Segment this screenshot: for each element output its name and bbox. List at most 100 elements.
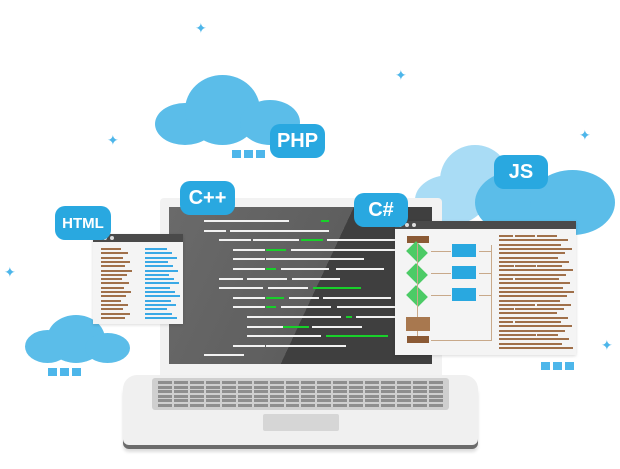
key — [221, 394, 236, 398]
key — [301, 403, 316, 407]
key — [237, 385, 252, 389]
sparkle-icon: ✦ — [107, 132, 119, 148]
code-line — [145, 291, 175, 293]
touchpad[interactable] — [263, 414, 339, 431]
code-line — [219, 287, 263, 290]
code-line — [499, 269, 517, 272]
key — [397, 403, 411, 407]
key — [253, 385, 268, 389]
code-line — [145, 248, 167, 250]
code-line — [247, 325, 289, 328]
code-line — [499, 299, 518, 302]
flow-connector — [431, 273, 451, 274]
key — [317, 394, 332, 398]
code-line — [515, 290, 546, 293]
sparkle-icon: ✦ — [579, 127, 591, 143]
code-line — [515, 325, 538, 328]
key — [189, 399, 204, 403]
key — [285, 381, 300, 384]
code-line — [281, 268, 329, 270]
code-line — [336, 268, 384, 270]
key — [397, 381, 411, 384]
key — [158, 399, 172, 403]
code-line — [346, 248, 432, 251]
code-line — [145, 269, 178, 272]
code-highlight — [266, 268, 276, 270]
code-line — [101, 316, 125, 319]
code-line — [499, 260, 521, 263]
code-line — [499, 252, 515, 255]
code-line — [268, 287, 308, 290]
key — [301, 399, 316, 403]
code-line — [499, 286, 519, 289]
code-line — [537, 269, 573, 272]
code-line — [537, 290, 574, 293]
code-line — [515, 308, 542, 311]
code-line — [515, 256, 538, 259]
key — [428, 390, 443, 394]
key — [413, 381, 427, 384]
code-line — [145, 265, 173, 268]
key — [349, 399, 364, 403]
code-line — [499, 316, 520, 319]
code-line — [204, 220, 236, 222]
key — [285, 403, 300, 407]
flow-connector — [417, 243, 418, 338]
code-line — [515, 282, 548, 285]
code-line — [145, 256, 177, 259]
key — [301, 381, 316, 384]
key — [205, 381, 220, 384]
code-line — [499, 321, 513, 323]
code-line — [233, 344, 265, 347]
code-line — [291, 248, 353, 251]
code-line — [219, 239, 251, 242]
key — [269, 399, 284, 403]
code-line — [537, 282, 570, 285]
key — [269, 403, 284, 407]
code-line — [298, 258, 364, 261]
key — [158, 390, 172, 394]
code-line — [101, 269, 132, 272]
key — [349, 385, 364, 389]
key — [205, 403, 220, 407]
flow-connector — [431, 251, 451, 252]
code-line — [312, 325, 362, 328]
key — [317, 385, 332, 389]
code-line — [101, 312, 130, 315]
js-label: JS — [494, 155, 548, 189]
code-line — [145, 316, 177, 319]
code-line — [537, 321, 561, 323]
key — [173, 385, 188, 389]
flow-process — [452, 266, 476, 279]
key — [253, 381, 268, 384]
key — [237, 394, 252, 398]
code-line — [537, 325, 572, 328]
code-line — [499, 342, 518, 345]
code-line — [233, 258, 265, 261]
key — [205, 399, 220, 403]
key — [221, 403, 236, 407]
flowchart-window — [395, 221, 576, 355]
code-line — [337, 306, 405, 309]
code-line — [101, 265, 125, 268]
key — [381, 385, 396, 389]
key — [333, 390, 348, 394]
keyboard — [152, 378, 449, 410]
key — [397, 385, 411, 389]
code-line — [323, 296, 391, 299]
key — [237, 381, 252, 384]
key — [413, 399, 427, 403]
code-line — [537, 286, 563, 289]
code-line — [101, 252, 128, 255]
key — [221, 390, 236, 394]
code-line — [283, 335, 321, 338]
code-line — [356, 316, 416, 318]
code-line — [145, 252, 172, 255]
key — [349, 390, 364, 394]
key — [301, 385, 316, 389]
code-line — [515, 269, 543, 272]
code-line — [145, 286, 170, 289]
key — [253, 390, 268, 394]
code-line — [537, 295, 567, 298]
key — [333, 381, 348, 384]
